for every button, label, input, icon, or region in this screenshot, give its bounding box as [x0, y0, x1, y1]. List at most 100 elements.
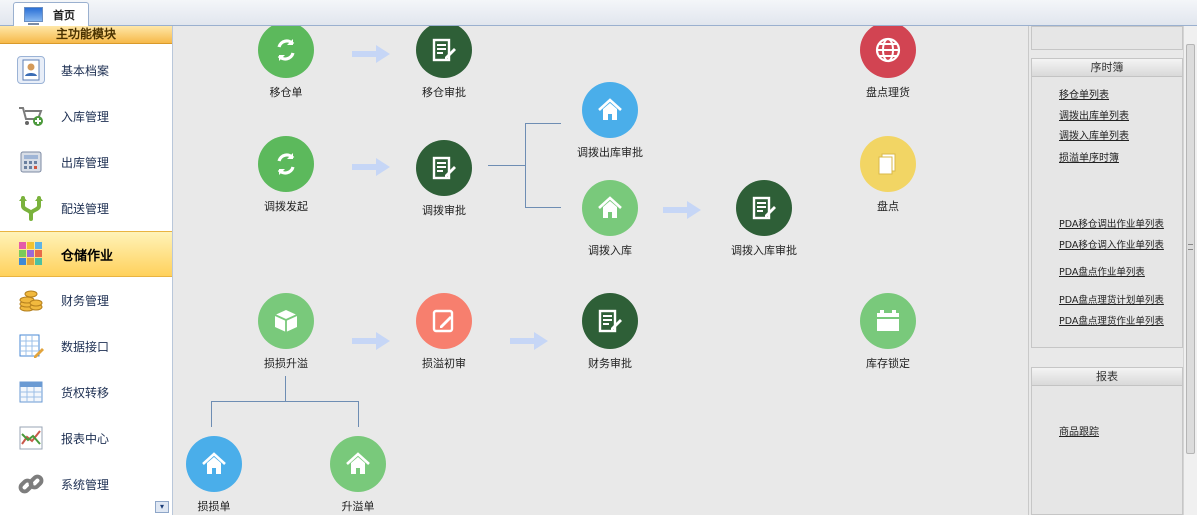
flow-node-shengyi[interactable]: 升溢单	[318, 436, 398, 514]
flow-arrow-icon	[352, 157, 390, 177]
link-pda-yicang-out[interactable]: PDA移仓调出作业单列表	[1059, 219, 1164, 230]
flow-node-label: 财务审批	[588, 357, 632, 370]
sidebar-item-basic-records[interactable]: 基本档案	[0, 47, 172, 93]
flow-node-label: 调拨入库	[588, 244, 632, 257]
home-icon	[582, 180, 638, 236]
link-icon	[17, 470, 45, 498]
sidebar-item-label: 基本档案	[61, 63, 110, 78]
flow-node-label: 移仓审批	[422, 86, 466, 99]
workflow-canvas: 移仓单 移仓审批 盘点理货 调拨出库审批 调拨发起 调拨审批 盘点 调拨入库 调…	[174, 26, 1028, 515]
flow-node-diaobo-start[interactable]: 调拨发起	[246, 136, 326, 214]
home-icon	[330, 436, 386, 492]
monitor-icon	[24, 7, 43, 25]
flow-node-label: 损损单	[197, 500, 231, 513]
link-pda-yicang-in[interactable]: PDA移仓调入作业单列表	[1059, 240, 1164, 251]
panel-reports-title: 报表	[1032, 368, 1182, 386]
flow-node-diaobo-in-approve[interactable]: 调拨入库审批	[724, 180, 804, 258]
flow-node-pandian[interactable]: 盘点	[848, 136, 928, 214]
flow-node-diaobo-out-approve[interactable]: 调拨出库审批	[570, 82, 650, 160]
home-icon	[186, 436, 242, 492]
flow-node-label: 损损升溢	[264, 357, 308, 370]
refresh-icon	[258, 26, 314, 78]
flow-node-label: 库存锁定	[866, 357, 910, 370]
flow-node-sunyi[interactable]: 损损升溢	[246, 293, 326, 371]
line-chart-icon	[17, 424, 45, 452]
fork-icon	[17, 194, 45, 222]
flow-node-sunyi-first[interactable]: 损溢初审	[404, 293, 484, 371]
link-pda-pandian-plan[interactable]: PDA盘点理货计划单列表	[1059, 295, 1164, 306]
flow-node-diaobo-in[interactable]: 调拨入库	[570, 180, 650, 258]
flow-node-label: 调拨出库审批	[577, 146, 643, 159]
flow-node-sunhao[interactable]: 损损单	[174, 436, 254, 514]
connector-line	[488, 165, 525, 166]
flow-arrow-icon	[510, 331, 548, 351]
flow-node-label: 盘点理货	[866, 86, 910, 99]
sidebar-item-inbound[interactable]: 入库管理	[0, 93, 172, 139]
sheet-edit-icon	[17, 332, 45, 360]
connector-line	[285, 376, 286, 402]
sidebar-item-warehouse-ops[interactable]: 仓储作业	[0, 231, 172, 277]
document-edit-icon	[736, 180, 792, 236]
sidebar-item-data-interface[interactable]: 数据接口	[0, 323, 172, 369]
flow-node-pandian-lihuo[interactable]: 盘点理货	[848, 26, 928, 100]
refresh-icon	[258, 136, 314, 192]
sidebar-item-label: 财务管理	[61, 293, 110, 308]
documents-icon	[860, 136, 916, 192]
scrollbar-grip-icon	[1188, 244, 1193, 250]
sidebar-scroll-down-button[interactable]: ▾	[155, 501, 169, 513]
sidebar-item-label: 数据接口	[61, 339, 110, 354]
flow-node-finance-approve[interactable]: 财务审批	[570, 293, 650, 371]
flow-node-diaobo-approve[interactable]: 调拨审批	[404, 140, 484, 218]
sidebar-item-label: 入库管理	[61, 109, 110, 124]
tab-bar: 首页	[0, 0, 1197, 26]
tab-home[interactable]: 首页	[13, 2, 89, 26]
document-edit-icon	[416, 140, 472, 196]
pencil-icon	[416, 293, 472, 349]
calendar-icon	[860, 293, 916, 349]
sidebar-item-finance[interactable]: 财务管理	[0, 277, 172, 323]
panel-journal-title: 序时簿	[1032, 59, 1182, 77]
box-icon	[258, 293, 314, 349]
flow-node-label: 盘点	[877, 200, 899, 213]
cart-add-icon	[17, 102, 45, 130]
sidebar-item-label: 货权转移	[61, 385, 110, 400]
flow-arrow-icon	[663, 200, 701, 220]
coins-icon	[17, 286, 45, 314]
link-pda-pandian[interactable]: PDA盘点作业单列表	[1059, 267, 1145, 278]
flow-node-label: 调拨发起	[264, 200, 308, 213]
sidebar-item-outbound[interactable]: 出库管理	[0, 139, 172, 185]
connector-line	[525, 123, 561, 124]
flow-node-label: 调拨审批	[422, 204, 466, 217]
table-icon	[17, 378, 45, 406]
sidebar-item-report-center[interactable]: 报表中心	[0, 415, 172, 461]
connector-line	[211, 401, 359, 402]
panel-journal: 序时簿 移仓单列表 调拨出库单列表 调拨入库单列表 损溢单序时簿 PDA移仓调出…	[1031, 58, 1183, 348]
connector-line	[211, 401, 212, 427]
link-sunyi-journal[interactable]: 损溢单序时簿	[1059, 153, 1119, 164]
tab-home-label: 首页	[53, 8, 75, 22]
connector-line	[525, 207, 561, 208]
connector-line	[358, 401, 359, 427]
panel-top	[1031, 26, 1183, 50]
document-edit-icon	[416, 26, 472, 78]
link-diaobo-in-list[interactable]: 调拨入库单列表	[1059, 131, 1129, 142]
sidebar-title: 主功能模块	[0, 26, 172, 44]
link-yicang-list[interactable]: 移仓单列表	[1059, 90, 1109, 101]
vertical-scrollbar[interactable]	[1183, 26, 1197, 515]
connector-line	[525, 123, 526, 208]
flow-node-kucun-lock[interactable]: 库存锁定	[848, 293, 928, 371]
sidebar-item-system-admin[interactable]: 系统管理	[0, 461, 172, 507]
profile-icon	[17, 56, 45, 84]
link-goods-tracking[interactable]: 商品跟踪	[1059, 427, 1099, 438]
link-diaobo-out-list[interactable]: 调拨出库单列表	[1059, 111, 1129, 122]
sidebar-item-label: 出库管理	[61, 155, 110, 170]
flow-node-yicang-approve[interactable]: 移仓审批	[404, 26, 484, 100]
flow-node-yicang[interactable]: 移仓单	[246, 26, 326, 100]
right-panel: 序时簿 移仓单列表 调拨出库单列表 调拨入库单列表 损溢单序时簿 PDA移仓调出…	[1028, 26, 1183, 515]
sidebar-item-delivery[interactable]: 配送管理	[0, 185, 172, 231]
flow-arrow-icon	[352, 44, 390, 64]
link-pda-pandian-task[interactable]: PDA盘点理货作业单列表	[1059, 316, 1164, 327]
flow-node-label: 升溢单	[341, 500, 375, 513]
sidebar-item-ownership-transfer[interactable]: 货权转移	[0, 369, 172, 415]
flow-node-label: 调拨入库审批	[731, 244, 797, 257]
